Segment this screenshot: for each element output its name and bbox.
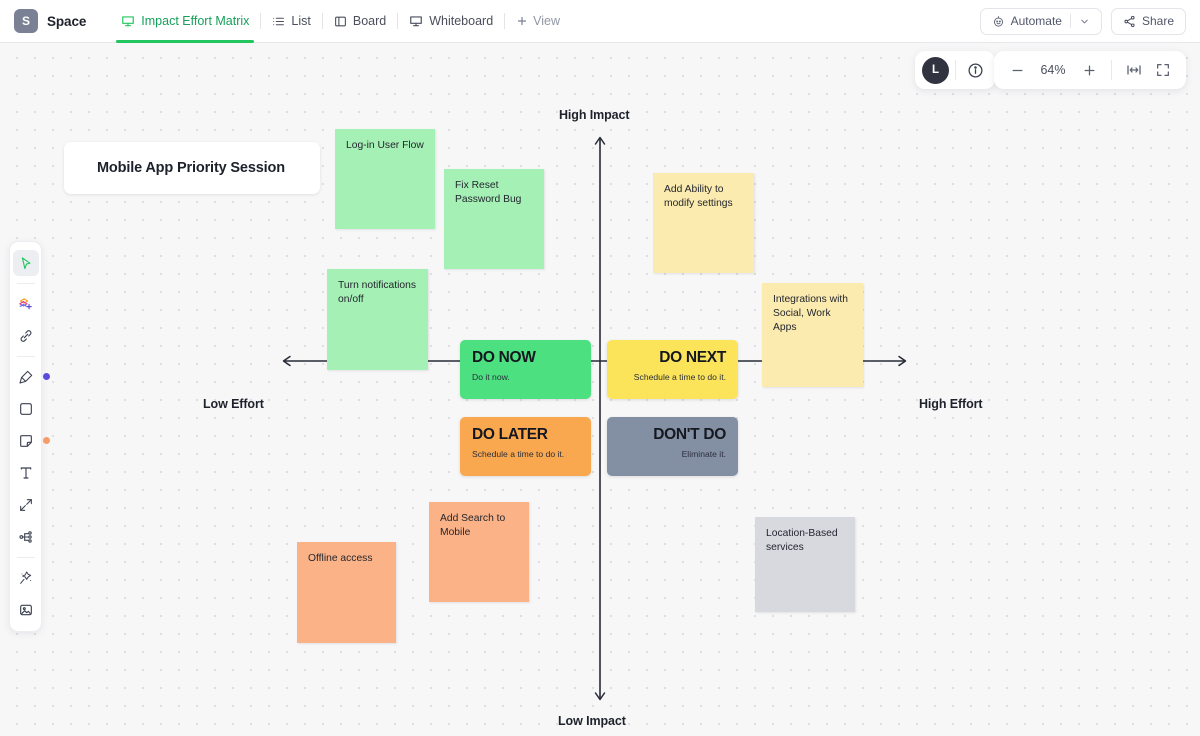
view-tabs: Impact Effort Matrix List Board <box>110 0 571 43</box>
pen-color-dot <box>42 373 50 380</box>
quadrant-subtitle: Do it now. <box>472 372 510 382</box>
info-icon[interactable] <box>962 57 988 83</box>
image-icon[interactable] <box>13 597 39 623</box>
quadrant-title: DO NEXT <box>659 349 726 366</box>
quadrant-card-do-now[interactable]: DO NOW Do it now. <box>460 340 591 399</box>
axis-label-low-effort: Low Effort <box>203 397 264 411</box>
space-name: Space <box>47 13 87 29</box>
shape-square-icon[interactable] <box>13 396 39 422</box>
fit-width-button[interactable] <box>1121 57 1147 83</box>
tab-label: Impact Effort Matrix <box>141 14 250 28</box>
toolbar-divider <box>16 283 35 284</box>
axis-label-high-impact: High Impact <box>559 108 630 122</box>
quadrant-card-do-later[interactable]: DO LATER Schedule a time to do it. <box>460 417 591 476</box>
plus-icon <box>516 15 528 27</box>
text-icon[interactable] <box>13 460 39 486</box>
whiteboard-icon <box>409 14 423 28</box>
toolbar-divider <box>16 356 35 357</box>
presence-group: L <box>915 51 995 89</box>
sticky-note-integrations-social[interactable]: Integrations with Social, Work Apps <box>762 283 863 387</box>
automate-button[interactable]: Automate <box>979 7 1102 35</box>
tab-board[interactable]: Board <box>323 0 397 43</box>
sticky-color-dot <box>42 437 50 444</box>
quadrant-title: DO NOW <box>472 349 536 366</box>
quadrant-title: DO LATER <box>472 426 548 443</box>
share-label: Share <box>1141 14 1174 28</box>
zoom-controls: 64% <box>994 51 1186 89</box>
quadrant-title: DON'T DO <box>653 426 726 443</box>
share-icon <box>1123 15 1136 28</box>
quadrant-subtitle: Schedule a time to do it. <box>472 449 565 459</box>
quadrant-subtitle: Schedule a time to do it. <box>633 372 726 382</box>
top-bar-actions: Automate Share <box>979 7 1186 35</box>
top-bar: S Space Impact Effort Matrix List <box>0 0 1200 43</box>
sticky-note-add-icon[interactable] <box>13 291 39 317</box>
whiteboard-icon <box>121 14 135 28</box>
sticky-note-login-user-flow[interactable]: Log-in User Flow <box>335 129 435 229</box>
pen-highlighter-icon[interactable] <box>13 364 50 390</box>
tab-divider <box>260 13 262 29</box>
magic-wand-icon[interactable] <box>13 565 39 591</box>
space-avatar: S <box>14 9 38 33</box>
sticky-note-location-based[interactable]: Location-Based services <box>755 517 855 612</box>
sticky-note-icon[interactable] <box>13 428 50 454</box>
fullscreen-button[interactable] <box>1150 57 1176 83</box>
tab-label: List <box>291 14 311 28</box>
quadrant-card-dont-do[interactable]: DON'T DO Eliminate it. <box>607 417 738 476</box>
share-button[interactable]: Share <box>1110 7 1186 35</box>
quadrant-card-do-next[interactable]: DO NEXT Schedule a time to do it. <box>607 340 738 399</box>
tab-list[interactable]: List <box>261 0 321 43</box>
tab-label: Board <box>352 14 387 28</box>
sticky-note-add-search-mobile[interactable]: Add Search to Mobile <box>429 502 529 602</box>
zoom-level[interactable]: 64% <box>1040 63 1066 77</box>
space-chip[interactable]: S Space <box>14 9 86 33</box>
avatar[interactable]: L <box>922 56 949 84</box>
chevron-down-icon[interactable] <box>1079 16 1090 27</box>
zoom-in-button[interactable] <box>1076 57 1102 83</box>
zoom-divider <box>1111 60 1112 80</box>
add-view-button[interactable]: View <box>505 0 571 43</box>
board-icon <box>334 15 347 28</box>
tab-impact-effort-matrix[interactable]: Impact Effort Matrix <box>110 0 260 43</box>
sticky-note-fix-reset-password[interactable]: Fix Reset Password Bug <box>444 169 544 269</box>
tab-divider <box>504 13 506 29</box>
tab-whiteboard[interactable]: Whiteboard <box>398 0 504 43</box>
sticky-note-add-ability-settings[interactable]: Add Ability to modify settings <box>653 173 754 273</box>
toolbar-divider <box>16 557 35 558</box>
link-icon[interactable] <box>13 323 39 349</box>
presence-divider <box>955 60 956 80</box>
connector-arrow-icon[interactable] <box>13 492 39 518</box>
axis-label-high-effort: High Effort <box>919 397 983 411</box>
mindmap-icon[interactable] <box>13 524 39 550</box>
automate-divider <box>1069 14 1071 28</box>
axis-label-low-impact: Low Impact <box>558 714 626 728</box>
whiteboard-canvas[interactable]: L 64% <box>0 43 1200 736</box>
sticky-note-turn-notifications[interactable]: Turn notifications on/off <box>327 269 428 370</box>
sticky-note-offline-access[interactable]: Offline access <box>297 542 396 643</box>
add-view-label: View <box>533 14 561 28</box>
automate-label: Automate <box>1010 14 1062 28</box>
list-icon <box>272 15 285 28</box>
tools-toolbar <box>9 241 50 632</box>
quadrant-subtitle: Eliminate it. <box>681 449 726 459</box>
zoom-out-button[interactable] <box>1004 57 1030 83</box>
board-title-card[interactable]: Mobile App Priority Session <box>64 142 320 194</box>
tab-label: Whiteboard <box>429 14 494 28</box>
select-cursor-icon[interactable] <box>12 250 39 276</box>
tab-divider <box>321 13 323 29</box>
robot-icon <box>992 15 1005 28</box>
tab-divider <box>397 13 399 29</box>
